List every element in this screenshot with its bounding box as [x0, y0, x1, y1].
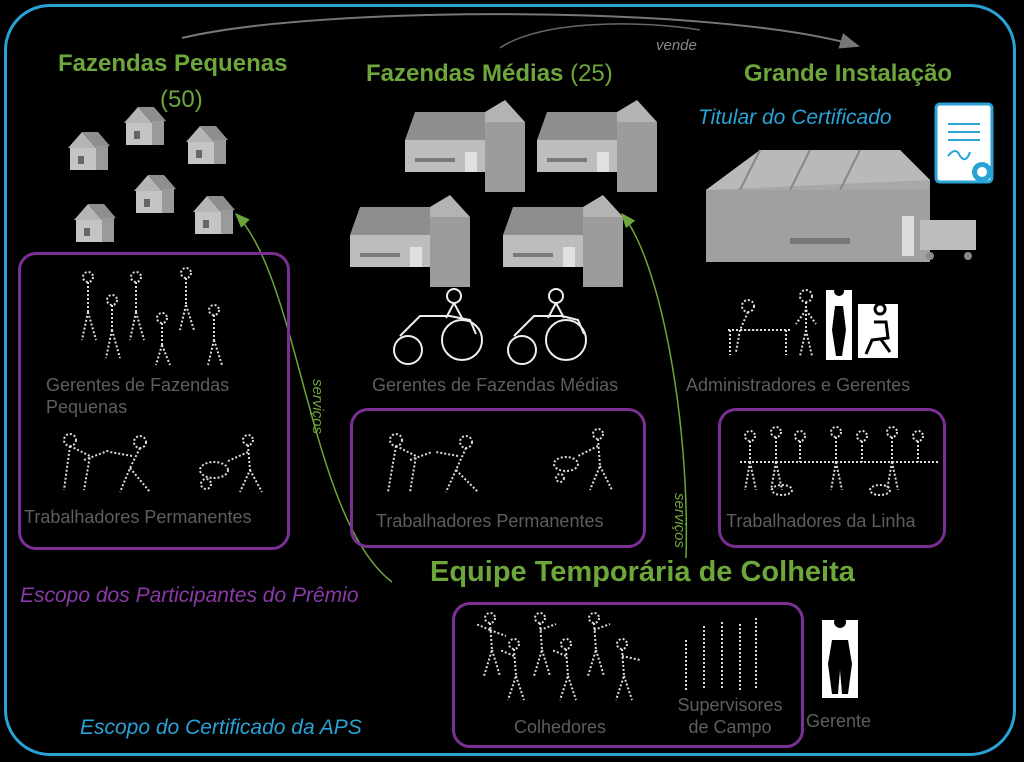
large-facility-building [706, 149, 976, 262]
services-arrow-left [234, 212, 393, 583]
supervisors-silhouettes [685, 618, 757, 690]
certificate-icon [934, 102, 994, 184]
line-workers-label: Trabalhadores da Linha [726, 511, 916, 531]
small-managers-silhouettes [81, 267, 223, 366]
temp-crew-title: Equipe Temporária de Colheita [430, 556, 855, 588]
certificate-holder-label: Titular do Certificado [698, 106, 892, 129]
medium-workers-scope-box [350, 408, 646, 548]
pickers-label: Colhedores [514, 717, 607, 737]
manager-figure [822, 616, 858, 698]
small-farms-title: Fazendas Pequenas [58, 50, 288, 77]
pickers-silhouettes [475, 612, 641, 701]
medium-workers-silhouettes [387, 428, 613, 493]
small-farms-count: (50) [160, 86, 203, 113]
medium-farms-title: Fazendas Médias (25) [366, 60, 613, 88]
manager-label: Gerente [806, 711, 872, 731]
line-workers-scope-box [718, 408, 946, 548]
small-farm-houses [68, 107, 235, 242]
line-workers-silhouettes [740, 426, 938, 496]
medium-workers-label: Trabalhadores Permanentes [376, 511, 604, 531]
medium-farms-count: (25) [570, 60, 613, 87]
medium-farms-title-text: Fazendas Médias [366, 60, 564, 87]
medium-managers-label: Gerentes de Fazendas Médias [372, 375, 619, 395]
tractors [393, 288, 587, 365]
aps-certificate-scope-label: Escopo do Certificado da APS [80, 716, 362, 739]
small-workers-silhouettes [63, 433, 263, 493]
harvest-crew-scope-box [452, 602, 804, 748]
small-workers-label: Trabalhadores Permanentes [24, 507, 252, 527]
services-label-left: serviços [309, 378, 327, 435]
services-arrow-right [621, 212, 688, 559]
supervisors-label: Supervisores de Campo [677, 695, 783, 737]
admins-silhouettes [728, 286, 898, 360]
sells-label: vende [656, 37, 697, 54]
small-farms-scope-box [18, 252, 290, 550]
aps-certificate-scope-frame [4, 4, 1016, 756]
admins-label: Administradores e Gerentes [686, 375, 911, 395]
award-participants-scope-label: Escopo dos Participantes do Prêmio [20, 584, 359, 607]
services-label-right: serviços [671, 492, 689, 549]
small-managers-label: Gerentes de Fazendas Pequenas [46, 375, 230, 417]
medium-farm-barns [350, 100, 657, 287]
large-facility-title: Grande Instalação [744, 60, 953, 87]
sells-arrow [181, 13, 860, 49]
sells-arrow-inner [499, 23, 701, 49]
